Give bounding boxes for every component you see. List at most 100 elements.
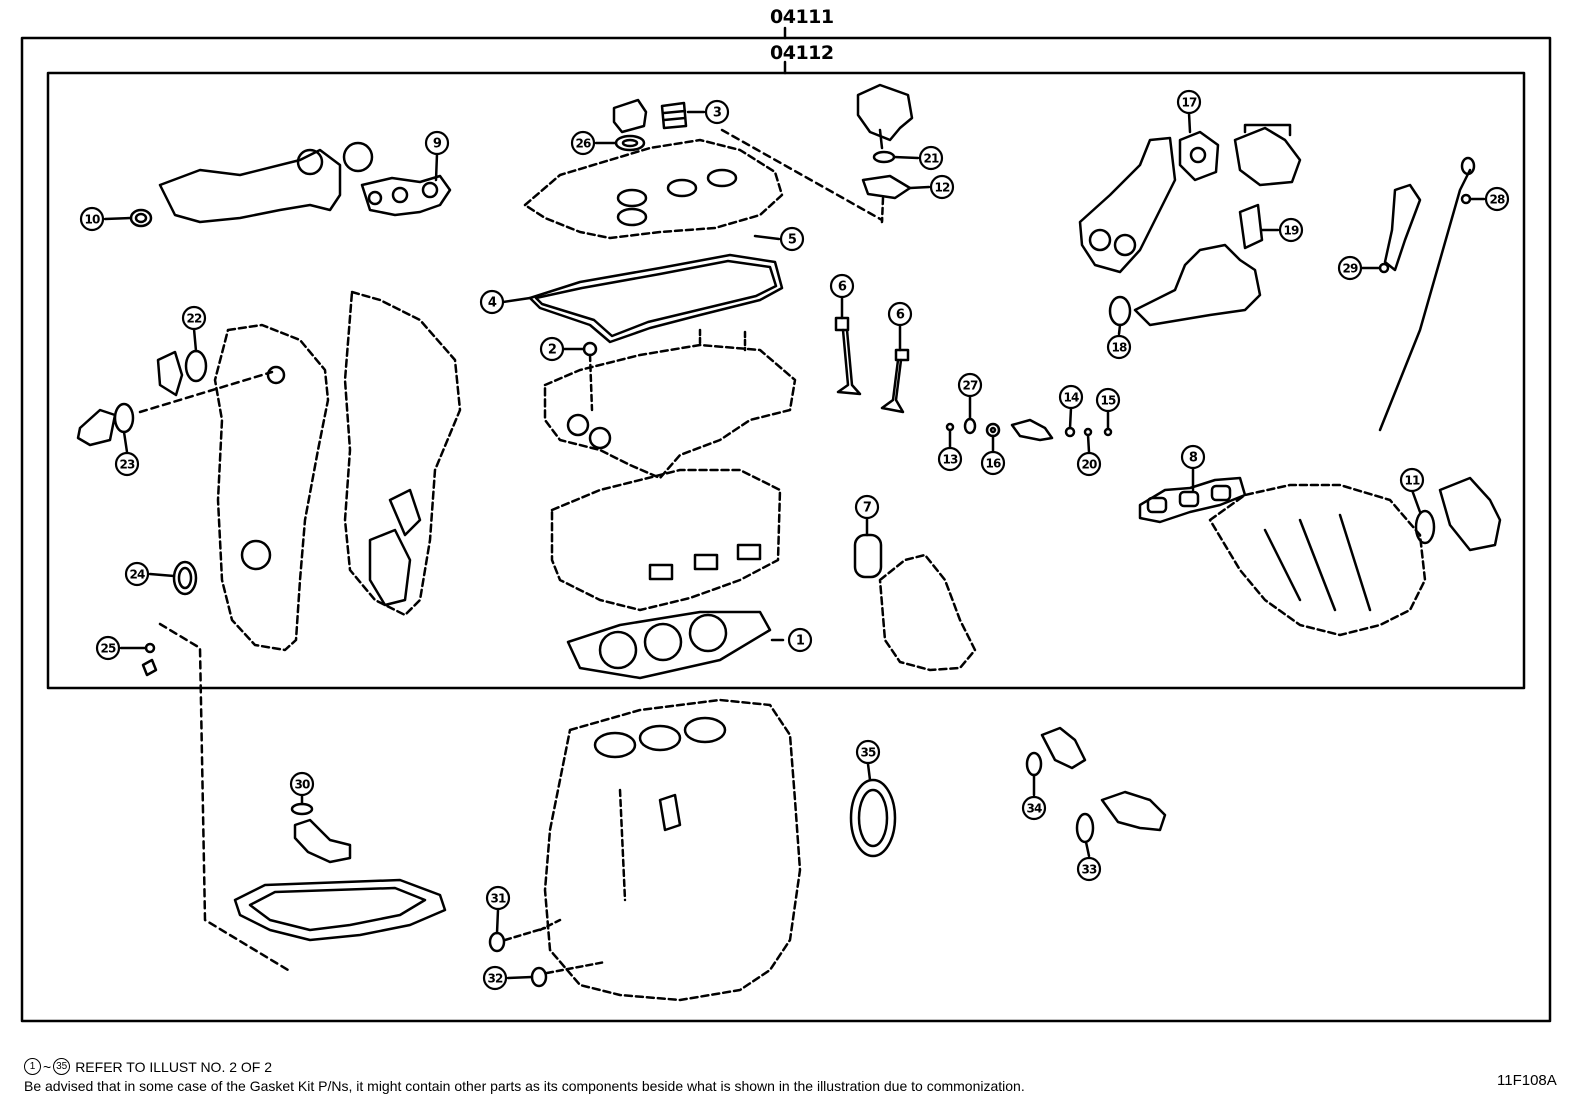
callout-number: 1 bbox=[796, 634, 805, 649]
oil-dipstick bbox=[1378, 168, 1472, 432]
callout-circle bbox=[854, 494, 880, 520]
ref-end-badge: 35 bbox=[53, 1058, 71, 1075]
callout-circle bbox=[114, 451, 140, 477]
callout-circle bbox=[1076, 451, 1102, 477]
water-inlet-housing bbox=[878, 553, 977, 672]
callout-circle bbox=[1176, 89, 1202, 115]
illustration-code: 11F108A bbox=[1497, 1072, 1557, 1089]
camshaft-oil-seal bbox=[582, 341, 598, 357]
callout-number: 32 bbox=[487, 972, 503, 986]
callout-circle bbox=[704, 99, 730, 125]
filler-gasket bbox=[614, 134, 646, 152]
callout-32: 32 bbox=[482, 965, 508, 991]
callout-circle bbox=[424, 130, 450, 156]
callout-27: 27 bbox=[957, 372, 983, 398]
callout-circle bbox=[829, 273, 855, 299]
callout-28: 28 bbox=[1484, 186, 1510, 212]
callout-number: 29 bbox=[1342, 262, 1358, 276]
callout-number: 30 bbox=[294, 778, 310, 792]
oil-pump-part bbox=[156, 350, 184, 397]
head-cover-gasket bbox=[528, 253, 784, 344]
callout-circle bbox=[289, 771, 315, 797]
ref-tilde: ~ bbox=[43, 1058, 52, 1075]
callout-9: 9 bbox=[424, 130, 450, 156]
callout-circle bbox=[1076, 856, 1102, 882]
callout-circle bbox=[79, 206, 105, 232]
outlet-gasket bbox=[861, 174, 912, 200]
callout-circle bbox=[1278, 217, 1304, 243]
callout-number: 31 bbox=[490, 892, 506, 906]
footer-reference: 1 ~ 35 REFER TO ILLUST NO. 2 OF 2 bbox=[24, 1058, 272, 1075]
o-ring-31 bbox=[488, 931, 506, 953]
oil-pressure-switch bbox=[76, 408, 117, 447]
water-gasket bbox=[853, 533, 883, 579]
callout-6: 6 bbox=[829, 273, 855, 299]
exhaust-valve bbox=[880, 358, 905, 414]
cylinder-head-cover bbox=[523, 138, 784, 240]
exhaust-manifold bbox=[1133, 243, 1262, 327]
callout-circle bbox=[181, 305, 207, 331]
callout-number: 22 bbox=[186, 312, 202, 326]
callout-number: 20 bbox=[1081, 458, 1097, 472]
callout-number: 28 bbox=[1489, 193, 1505, 207]
timing-cover-right bbox=[343, 290, 462, 617]
callout-number: 9 bbox=[433, 137, 442, 152]
callout-24: 24 bbox=[124, 561, 150, 587]
timing-cover-left bbox=[213, 323, 330, 652]
callout-4: 4 bbox=[479, 289, 505, 315]
callout-25: 25 bbox=[95, 635, 121, 661]
callout-3: 3 bbox=[704, 99, 730, 125]
cylinder-head-gasket bbox=[566, 610, 772, 680]
callout-circle bbox=[855, 739, 881, 765]
o-ring-33 bbox=[1075, 812, 1095, 844]
camshaft-housing bbox=[543, 343, 797, 480]
sensor-housing bbox=[1010, 418, 1054, 442]
callout-number: 12 bbox=[934, 181, 950, 195]
callout-number: 33 bbox=[1081, 863, 1097, 877]
callout-circle bbox=[1106, 334, 1132, 360]
callout-20: 20 bbox=[1076, 451, 1102, 477]
ring-18 bbox=[1108, 295, 1132, 327]
callout-circle bbox=[570, 130, 596, 156]
exhaust-pipe-upper bbox=[1078, 136, 1177, 274]
o-ring-23 bbox=[113, 402, 135, 434]
callout-7: 7 bbox=[854, 494, 880, 520]
throttle-gasket-11 bbox=[1414, 509, 1436, 545]
callout-number: 15 bbox=[1100, 394, 1116, 408]
callout-number: 34 bbox=[1026, 802, 1042, 816]
ref-text: REFER TO ILLUST NO. 2 OF 2 bbox=[75, 1058, 273, 1075]
cylinder-block bbox=[543, 698, 802, 1002]
callout-number: 35 bbox=[860, 746, 876, 760]
callout-31: 31 bbox=[485, 885, 511, 911]
callout-number: 26 bbox=[575, 137, 591, 151]
callout-2: 2 bbox=[539, 336, 565, 362]
callout-number: 25 bbox=[100, 642, 116, 656]
callout-number: 4 bbox=[488, 296, 497, 311]
callout-circle bbox=[1399, 467, 1425, 493]
callout-number: 7 bbox=[863, 501, 872, 516]
callout-circle bbox=[539, 336, 565, 362]
callout-number: 17 bbox=[1181, 96, 1197, 110]
callout-number: 10 bbox=[84, 213, 100, 227]
throttle-body bbox=[1438, 476, 1502, 552]
callout-10: 10 bbox=[79, 206, 105, 232]
callout-circle bbox=[1180, 444, 1206, 470]
callout-circle bbox=[779, 226, 805, 252]
callout-number: 24 bbox=[129, 568, 145, 582]
callout-number: 18 bbox=[1111, 341, 1127, 355]
callout-14: 14 bbox=[1058, 384, 1084, 410]
callout-number: 6 bbox=[896, 308, 905, 323]
callout-circle bbox=[1484, 186, 1510, 212]
callout-12: 12 bbox=[929, 174, 955, 200]
footer-note: Be advised that in some case of the Gask… bbox=[24, 1078, 1025, 1094]
callout-circle bbox=[124, 561, 150, 587]
callout-circle bbox=[929, 174, 955, 200]
assembly-code-outer: 04111 bbox=[770, 6, 834, 28]
callout-number: 14 bbox=[1063, 391, 1079, 405]
o-ring-34 bbox=[1025, 751, 1043, 777]
callout-circle bbox=[95, 635, 121, 661]
water-inlet-34 bbox=[1040, 726, 1087, 770]
callout-number: 3 bbox=[713, 106, 722, 121]
